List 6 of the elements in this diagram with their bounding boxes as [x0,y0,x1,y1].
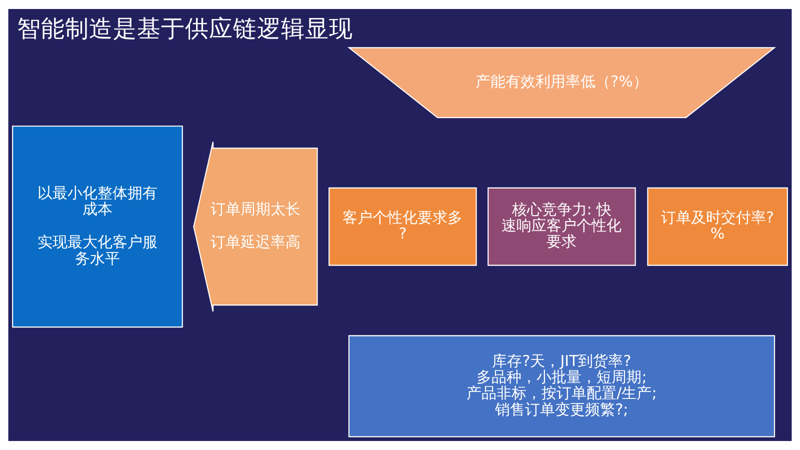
node-box: 核心竞争力: 快速响应客户个性化要求 [488,187,636,266]
node-box: 订单及时交付率?% [647,187,788,266]
node-box: 以最小化整体拥有成本 实现最大化客户服务水平 [12,126,183,328]
node-box: 客户个性化要求多? [328,187,477,266]
diagram-title: 智能制造是基于供应链逻辑显现 [17,14,354,43]
node-box: 库存?天，JIT到货率? 多品种，小批量，短周期; 产品非标，按订单配置/生产; 销售订单变更频繁?; [348,335,776,438]
